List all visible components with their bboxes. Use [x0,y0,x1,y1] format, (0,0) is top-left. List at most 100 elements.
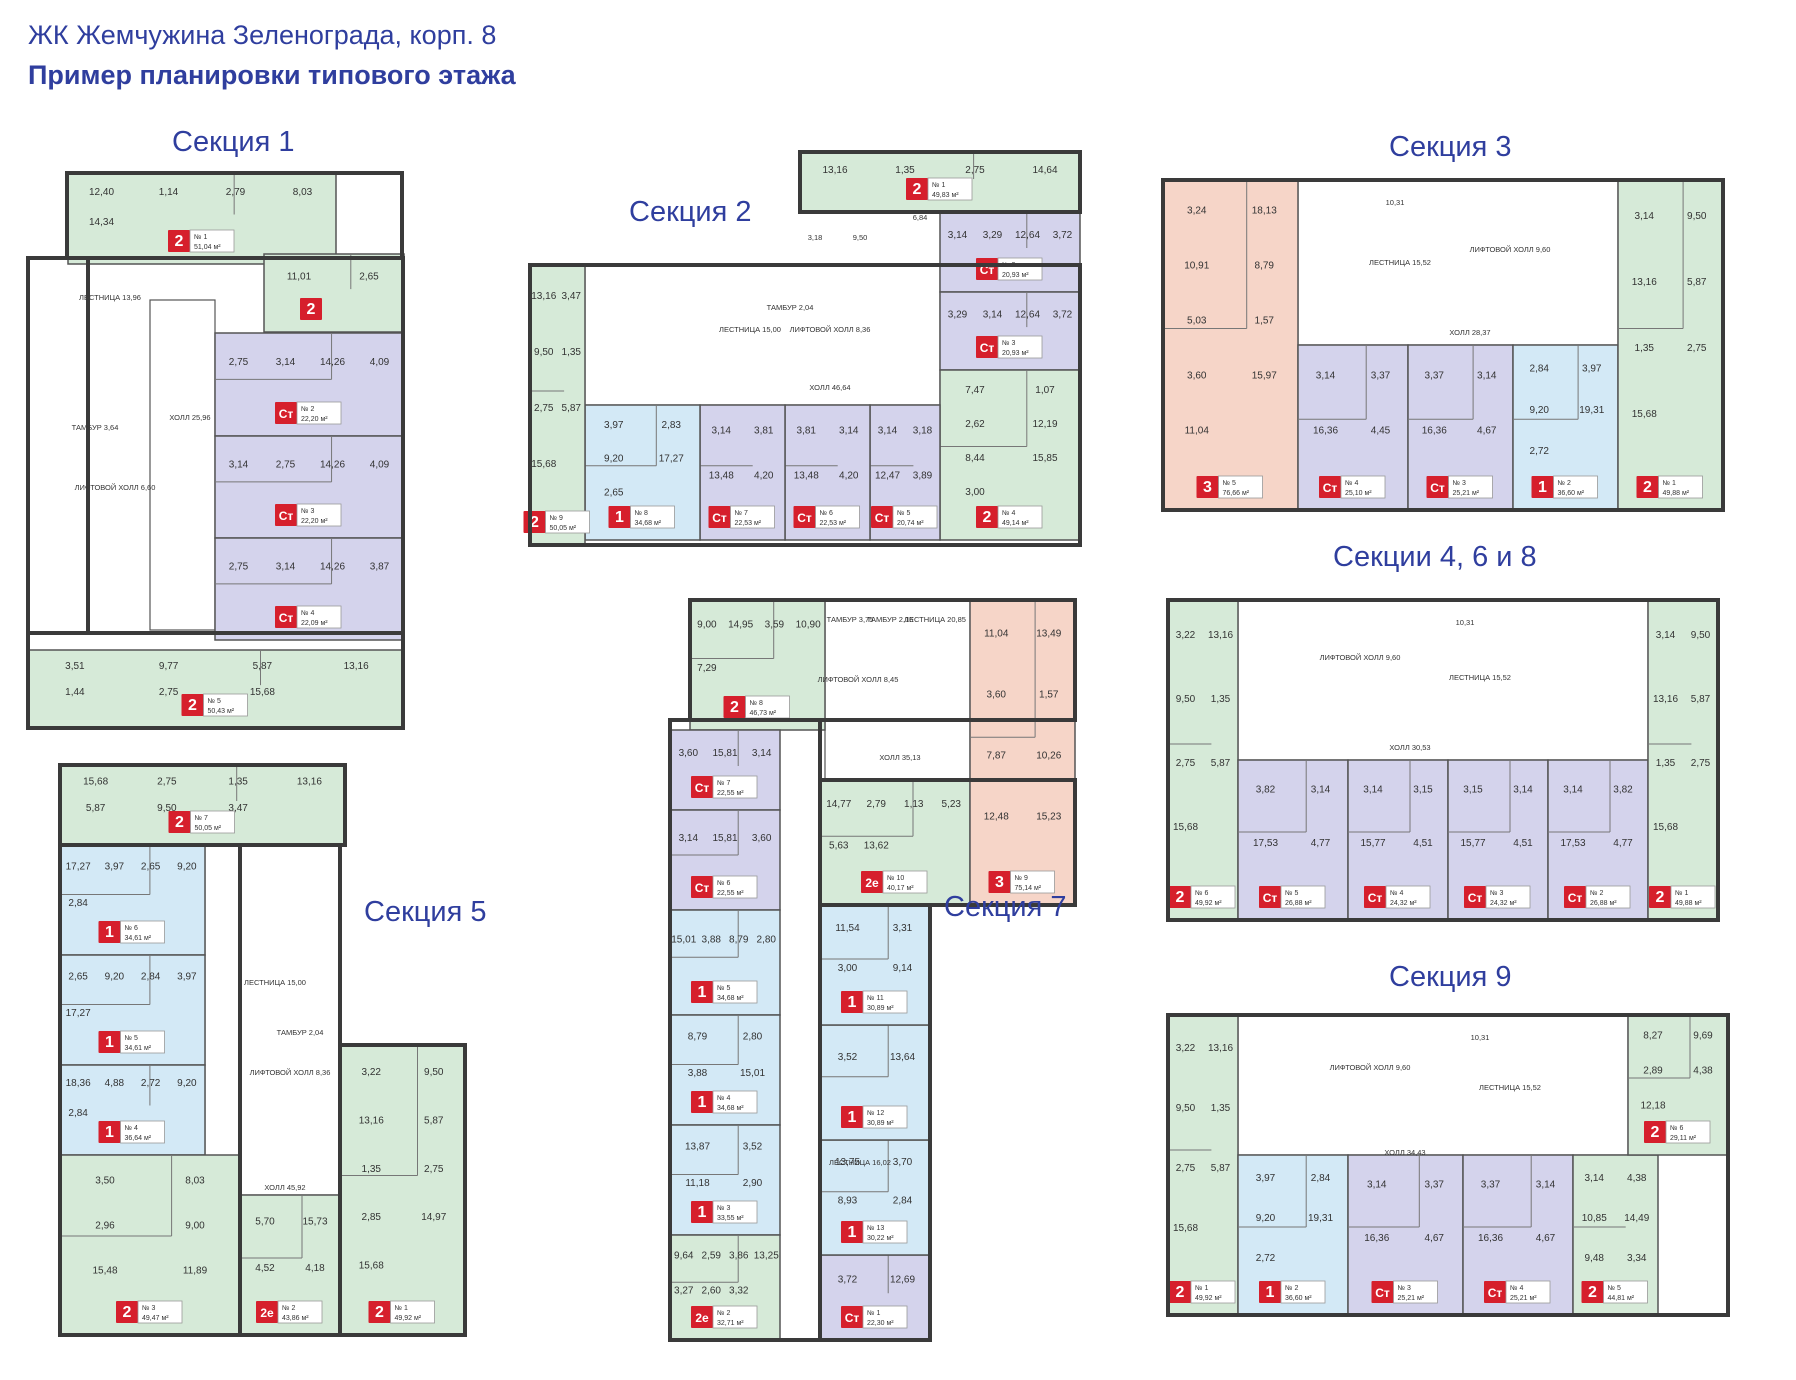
room-area-label: 3,14 [948,230,968,241]
room-area-label: 9,00 [697,620,717,631]
room-area-label: 3,14 [983,310,1003,321]
room-count-badge [181,694,204,716]
building-wall [26,631,405,730]
room-area-label: 15,81 [712,748,737,759]
apartment-number: № 5 [717,985,730,992]
apartment-total-area: 22,55 м² [717,790,744,797]
room-count-badge [275,606,297,628]
room-area-label: 11,54 [835,923,860,934]
apartment-tag [296,401,342,425]
room-count-badge [1644,1121,1666,1143]
apartment-number: № 1 [1663,480,1676,487]
section-label: Секции 4, 6 и 8 [1333,541,1537,573]
room-area-label: 3,29 [948,310,968,321]
room-area-label: 3,72 [1053,310,1073,321]
room-count-badge-text: 1 [1266,1284,1275,1301]
room-area-label: 15,01 [740,1068,765,1079]
room-count-badge [1196,476,1219,498]
page-subtitle: Пример планировки типового этажа [28,60,516,90]
room-area-label: 4,20 [754,471,774,482]
room-count-badge-text: 2е [865,876,879,890]
apartment-total-area: 51,04 м² [194,244,221,251]
room-area-label: 3,14 [229,460,249,471]
room-count-badge [275,402,297,424]
apartment-total-area: 22,20 м² [301,518,328,525]
apartment-total-area: 49,47 м² [142,1315,169,1322]
room-area-label: 2,75 [159,687,179,698]
apartment-total-area: 49,14 м² [1002,520,1029,527]
room-area-label: 7,47 [965,385,985,396]
room-area-label: 2,75 [1687,343,1707,354]
room-area-label: 9,20 [1530,405,1550,416]
apartment-area [339,1044,466,1336]
common-area-label: ХОЛЛ 34,43 [1384,1148,1425,1157]
room-area-label: 13,62 [864,841,889,852]
room-area-label: 2,75 [534,403,554,414]
room-count-badge [1169,886,1191,908]
apartment-total-area: 34,61 м² [125,1045,152,1052]
room-area-label: 5,87 [1691,694,1711,705]
room-area-label: 4,09 [370,357,390,368]
room-area-label: 15,77 [1460,838,1485,849]
room-area-label: 9,50 [534,347,554,358]
room-count-badge [976,336,998,358]
apartment-total-area: 30,89 м² [867,1120,894,1127]
room-count-badge [1259,886,1281,908]
room-area-label: 15,23 [1036,812,1061,823]
room-area-label: 3,15 [1413,785,1433,796]
room-count-badge [275,504,297,526]
common-area-label: ТАМБУР 2,04 [767,303,814,312]
apartment-number: № 9 [550,515,563,522]
room-area-label: 15,73 [302,1216,327,1227]
apartment-tag [1485,885,1531,909]
apartment-tag [1505,1280,1551,1304]
room-count-badge [98,1031,121,1053]
apartment-total-area: 49,88 м² [1663,490,1690,497]
room-count-badge-text: Ст [797,511,812,525]
apartment-number: № 6 [1670,1125,1683,1132]
room-area-label: 13,16 [1208,1043,1233,1054]
apartment-total-area: 26,88 м² [1285,900,1312,907]
room-area-label: 3,14 [276,562,296,573]
apartment-number: № 1 [932,182,945,189]
room-area-label: 12,19 [1032,419,1057,430]
room-area-label: 3,14 [839,426,859,437]
room-area-label: 4,09 [370,460,390,471]
building-wall [1166,1013,1730,1317]
apartment-number: № 6 [1195,890,1208,897]
room-area-label: 19,31 [1308,1213,1333,1224]
room-area-label: 9,20 [177,1078,197,1089]
apartment-number: № 9 [1015,875,1028,882]
common-area-label: ЛЕСТНИЦА 15,00 [719,325,781,334]
apartment-tag [862,990,908,1014]
apartment-number: № 11 [867,995,884,1002]
apartment-tag [1190,1280,1236,1304]
apartment-number: № 4 [301,610,314,617]
room-count-badge [691,981,713,1003]
room-area-label: 2,65 [604,487,624,498]
apartment-number: № 12 [867,1110,884,1117]
room-count-badge-text: Ст [279,509,294,523]
common-area-label: 10,31 [1471,1033,1490,1042]
room-count-badge-text: 2 [307,301,316,318]
room-count-badge [691,876,713,898]
room-area-label: 4,18 [305,1263,325,1274]
room-area-label: 13,16 [297,776,322,787]
room-count-badge-text: Ст [1368,891,1383,905]
apartment-number: № 6 [820,510,833,517]
room-area-label: 3,86 [729,1251,749,1262]
apartment-total-area: 76,66 м² [1223,490,1250,497]
room-count-badge-text: 2 [188,697,197,714]
common-hall [204,844,341,1196]
room-area-label: 18,36 [66,1078,91,1089]
room-area-label: 2,75 [229,562,249,573]
